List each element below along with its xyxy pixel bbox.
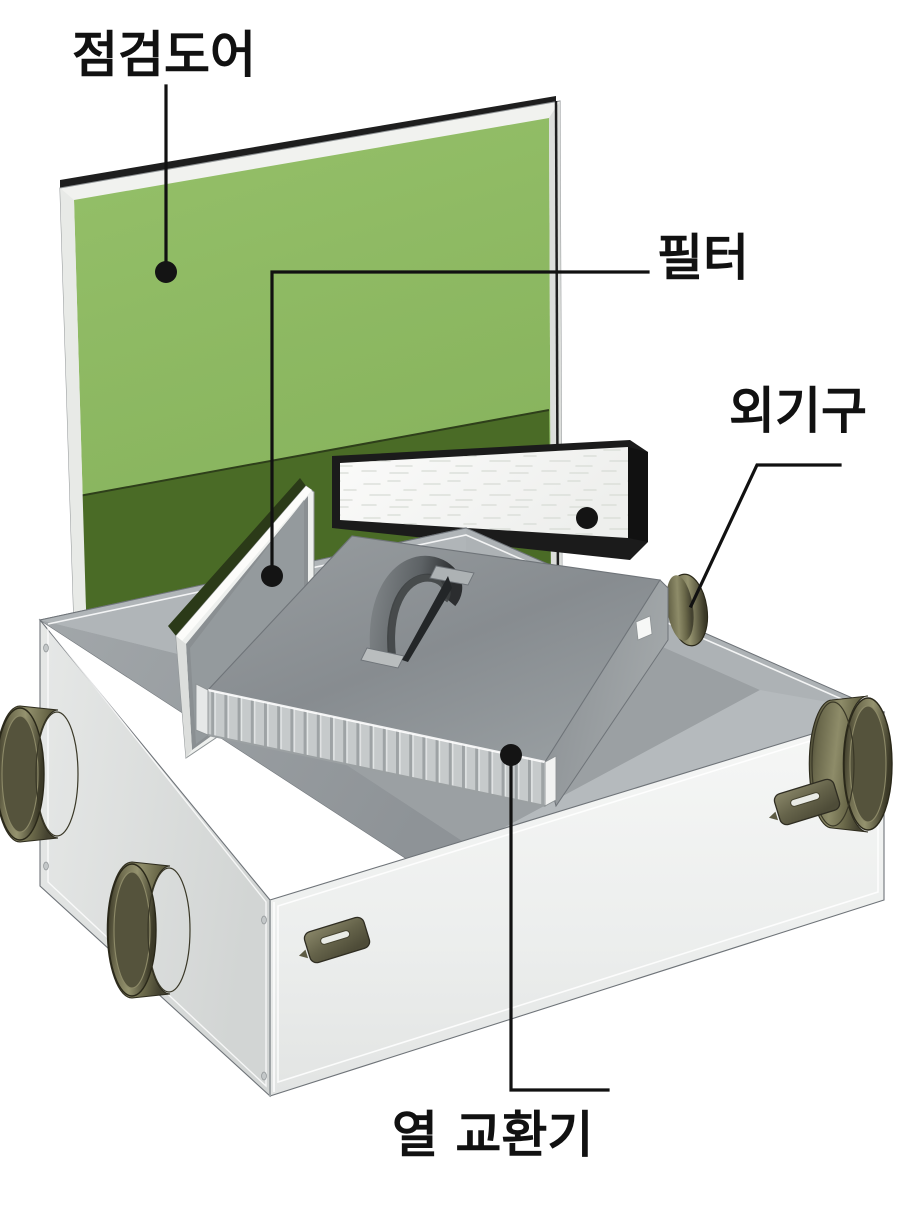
filter-cartridge-top-gloss [176,486,312,641]
rear-filter-fiber-texture [340,447,628,538]
cabinet-rim-gloss [47,534,877,715]
callout-inspection-door: 점검도어 [72,26,256,283]
cabinet-latch-right[interactable] [768,778,842,827]
leader-dot-heat-exchanger [500,744,522,766]
core-latch-tab [635,615,653,641]
door-shadow-edge [78,409,550,497]
duct-port-left-lower[interactable] [106,861,191,999]
rear-filter-marker-dot [576,507,598,529]
callout-heat-exchanger: 열 교환기 [392,744,610,1164]
core-right-cap [544,755,557,807]
core-fin-top-rail [207,688,546,764]
core-left-cap [195,683,209,736]
leader-line-outdoor-air-port [688,463,842,609]
heat-exchanger-core[interactable] [195,535,669,820]
duct-port-left-upper[interactable] [0,705,79,843]
cabinet-screws [43,643,267,1081]
cabinet-interior-left-wall [40,620,470,900]
cabinet-left-face-inset [47,625,267,1088]
rear-filter-panel[interactable] [332,440,648,560]
leader-line-heat-exchanger [509,757,610,1092]
cabinet-latch-front[interactable] [298,916,372,965]
core-fin-bottom-rail [207,734,546,807]
cabinet-top-rim-highlight [39,527,885,713]
callout-filter: 필터 [261,229,749,587]
leader-line-filter [270,270,650,574]
callout-label-outdoor-air-port: 외기구 [729,382,867,440]
cabinet-front-face-inset [277,718,879,1084]
callout-label-heat-exchanger: 열 교환기 [392,1106,593,1164]
leader-dot-filter [261,565,283,587]
filter-cartridge-left-return [176,636,192,758]
rear-filter-side-edge [628,447,648,542]
door-left-edge [60,188,86,624]
core-carry-handle[interactable] [360,555,475,669]
callout-outdoor-air-port: 외기구 [688,382,867,609]
callout-label-inspection-door: 점검도어 [72,26,256,84]
leader-dot-inspection-door [155,261,177,283]
callout-label-filter: 필터 [657,229,749,287]
